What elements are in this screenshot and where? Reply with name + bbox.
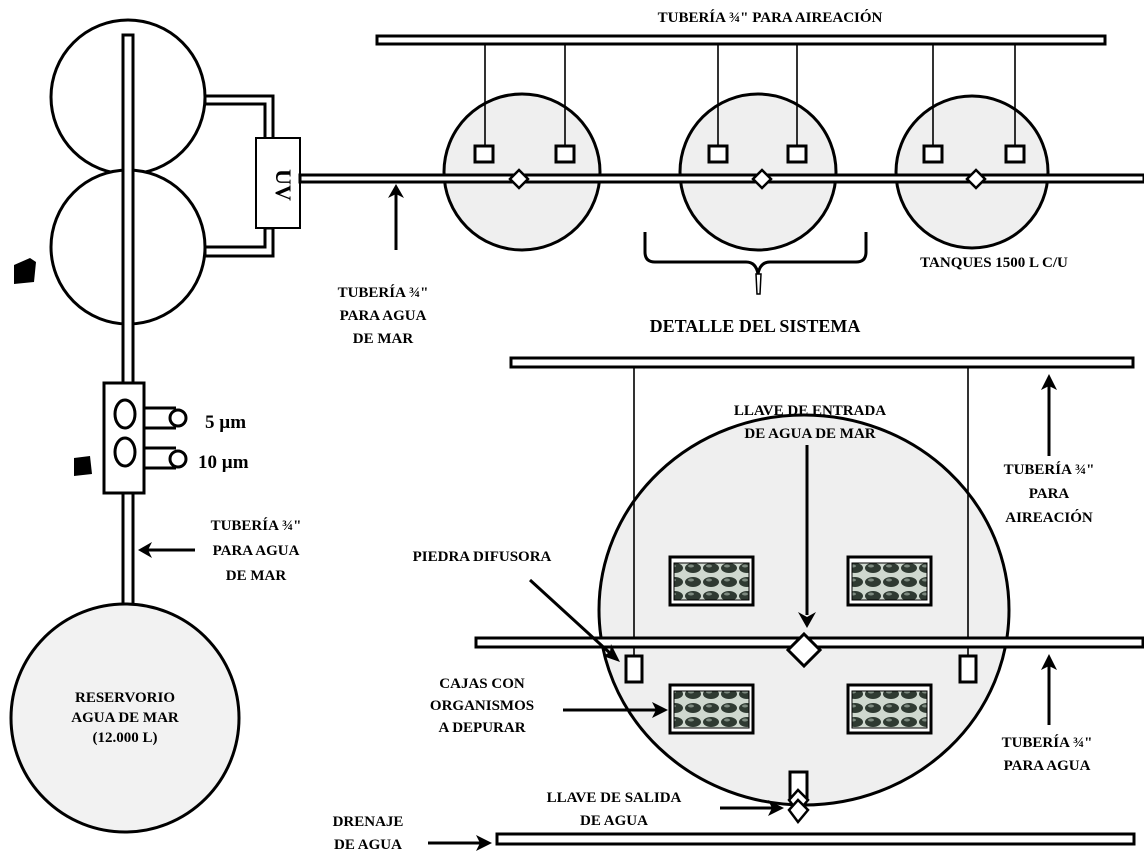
filter-icon xyxy=(74,456,92,476)
diffuser-stone xyxy=(475,146,493,162)
svg-text:DE MAR: DE MAR xyxy=(353,331,414,347)
filter-housing xyxy=(104,383,186,493)
detail-outlet-valve xyxy=(789,772,808,822)
svg-text:CAJAS CON: CAJAS CON xyxy=(439,676,525,692)
svg-text:A DEPURAR: A DEPURAR xyxy=(438,720,525,736)
right-water-pipe-label: TUBERÍA ¾" PARA AGUA xyxy=(1002,734,1093,774)
right-aeration-arrow xyxy=(1041,374,1057,456)
top-seawater-arrow xyxy=(388,184,404,250)
right-aeration-label: TUBERÍA ¾" PARA AIREACIÓN xyxy=(1004,461,1095,526)
svg-text:PARA AGUA: PARA AGUA xyxy=(340,308,427,324)
drain-pipe xyxy=(497,834,1134,844)
depuration-tank-3 xyxy=(896,44,1048,248)
svg-text:DRENAJE: DRENAJE xyxy=(333,814,404,830)
diffuser-stone xyxy=(709,146,727,162)
upper-uv-connection-pipe xyxy=(205,96,273,140)
uv-unit-symbol: UV xyxy=(271,169,296,201)
svg-text:PARA AGUA: PARA AGUA xyxy=(1004,758,1091,774)
diffuser-stone xyxy=(924,146,942,162)
svg-text:LLAVE DE ENTRADA: LLAVE DE ENTRADA xyxy=(734,403,886,419)
uv-unit: UV xyxy=(256,138,300,228)
outlet-valve-label: LLAVE DE SALIDA DE AGUA xyxy=(547,790,682,829)
detail-tank xyxy=(599,415,1009,805)
top-aeration-pipe xyxy=(377,36,1105,44)
left-seawater-pipe-label: TUBERÍA ¾" PARA AGUA DE MAR xyxy=(211,517,302,584)
svg-text:DE AGUA: DE AGUA xyxy=(580,813,648,829)
svg-text:AGUA DE MAR: AGUA DE MAR xyxy=(71,710,179,726)
depuration-tank-1 xyxy=(444,44,600,250)
svg-text:TUBERÍA ¾": TUBERÍA ¾" xyxy=(1004,461,1095,478)
depuration-tank-2 xyxy=(680,44,836,250)
organism-box-top-right xyxy=(848,557,931,605)
svg-text:DE AGUA DE MAR: DE AGUA DE MAR xyxy=(744,426,875,442)
svg-text:PARA AGUA: PARA AGUA xyxy=(213,543,300,559)
svg-text:DE MAR: DE MAR xyxy=(226,568,287,584)
svg-text:LLAVE DE SALIDA: LLAVE DE SALIDA xyxy=(547,790,682,806)
organism-box-bottom-left xyxy=(670,685,753,733)
tanks-label: TANQUES 1500 L C/U xyxy=(920,255,1068,271)
svg-text:TUBERÍA ¾": TUBERÍA ¾" xyxy=(338,284,429,301)
block-icon xyxy=(14,258,36,284)
diffuser-stone xyxy=(556,146,574,162)
svg-text:TUBERÍA ¾": TUBERÍA ¾" xyxy=(1002,734,1093,751)
filter-5um xyxy=(115,400,135,428)
diffuser-stone xyxy=(788,146,806,162)
svg-text:ORGANISMOS: ORGANISMOS xyxy=(430,698,534,714)
filter-5um-label: 5 µm xyxy=(205,412,246,433)
diffuser-stone-right xyxy=(960,656,976,682)
drain-label: DRENAJE DE AGUA xyxy=(333,814,404,853)
svg-text:RESERVORIO: RESERVORIO xyxy=(75,690,175,706)
filter-10um xyxy=(115,438,135,466)
drain-arrow xyxy=(428,835,492,851)
diffuser-stone-left xyxy=(626,656,642,682)
lower-uv-connection-pipe xyxy=(205,228,273,256)
seawater-reservoir: RESERVORIO AGUA DE MAR (12.000 L) xyxy=(11,604,239,832)
svg-text:PARA: PARA xyxy=(1029,486,1070,502)
diffuser-label: PIEDRA DIFUSORA xyxy=(413,549,552,565)
right-water-pipe-arrow xyxy=(1041,654,1057,725)
top-aeration-pipe-label: TUBERÍA ¾" PARA AIREACIÓN xyxy=(658,9,883,26)
vertical-seawater-pipe xyxy=(123,35,133,610)
svg-text:(12.000 L): (12.000 L) xyxy=(93,730,158,746)
detail-aeration-pipe xyxy=(511,358,1133,367)
top-seawater-pipe xyxy=(300,175,1144,182)
svg-text:TUBERÍA ¾": TUBERÍA ¾" xyxy=(211,517,302,534)
organism-box-top-left xyxy=(670,557,753,605)
left-seawater-arrow xyxy=(138,542,195,558)
svg-text:AIREACIÓN: AIREACIÓN xyxy=(1005,509,1093,526)
organism-boxes-label: CAJAS CON ORGANISMOS A DEPURAR xyxy=(430,676,534,736)
svg-text:DE AGUA: DE AGUA xyxy=(334,837,402,853)
organism-box-bottom-right xyxy=(848,685,931,733)
diffuser-stone xyxy=(1006,146,1024,162)
filter-10um-label: 10 µm xyxy=(198,452,249,473)
detail-title: DETALLE DEL SISTEMA xyxy=(650,316,861,336)
top-seawater-pipe-label: TUBERÍA ¾" PARA AGUA DE MAR xyxy=(338,284,429,347)
